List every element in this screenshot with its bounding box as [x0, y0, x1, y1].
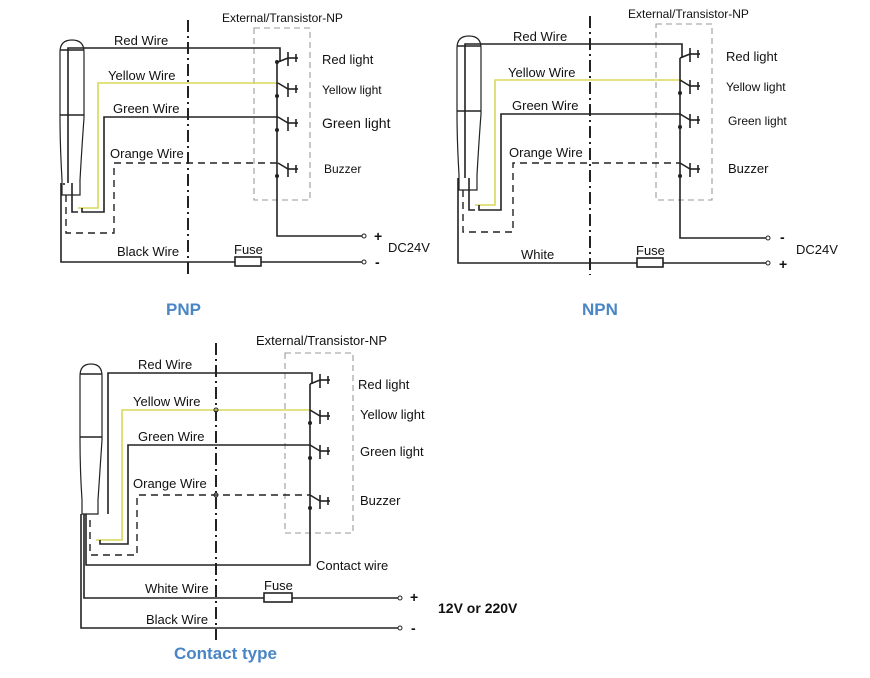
contact-white-wire-label: White Wire: [145, 581, 209, 596]
contact-yellow-wire-label: Yellow Wire: [133, 394, 200, 409]
contact-green-wire-label: Green Wire: [138, 429, 204, 444]
npn-output-red: Red light: [726, 49, 778, 64]
npn-tower-lamp: [456, 35, 482, 191]
pnp-voltage: DC24V: [388, 240, 430, 255]
pnp-transistor-buzzer: [277, 162, 298, 177]
npn-white-wire-label: White: [521, 247, 554, 262]
pnp-diagram: External/Transistor-NP Red Wire Yellow W…: [59, 11, 430, 319]
npn-output-yellow: Yellow light: [726, 80, 786, 94]
pnp-transistor-yellow: [277, 82, 298, 97]
npn-plus: +: [779, 256, 787, 272]
pnp-output-red: Red light: [322, 52, 374, 67]
contact-caption: Contact type: [174, 644, 277, 663]
pnp-fuse-label: Fuse: [234, 242, 263, 257]
contact-voltage: 12V or 220V: [438, 600, 518, 616]
npn-box-title: External/Transistor-NP: [628, 7, 749, 21]
npn-red-wire-label: Red Wire: [513, 29, 567, 44]
contact-output-buzzer: Buzzer: [360, 493, 401, 508]
npn-transistor-red: [679, 48, 700, 62]
npn-fuse: [636, 257, 664, 268]
npn-output-buzzer: Buzzer: [728, 161, 769, 176]
npn-output-green: Green light: [728, 114, 787, 128]
npn-transistor-buzzer: [679, 162, 700, 177]
contact-output-red: Red light: [358, 377, 410, 392]
contact-transistor-yellow: [309, 409, 330, 424]
npn-minus: -: [780, 229, 785, 245]
npn-orange-wire-label: Orange Wire: [509, 145, 583, 160]
npn-caption: NPN: [582, 300, 618, 319]
pnp-green-wire-label: Green Wire: [113, 101, 179, 116]
npn-voltage: DC24V: [796, 242, 838, 257]
npn-fuse-label: Fuse: [636, 243, 665, 258]
contact-black-wire-label: Black Wire: [146, 612, 208, 627]
contact-minus: -: [411, 620, 416, 636]
npn-diagram: External/Transistor-NP Red Wire Yellow W…: [456, 7, 838, 319]
contact-red-wire-label: Red Wire: [138, 357, 192, 372]
contact-tower-lamp: [79, 363, 103, 515]
pnp-output-green: Green light: [322, 115, 391, 131]
pnp-tower-lamp: [59, 39, 85, 196]
contact-transistor-red: [309, 374, 330, 388]
contact-plus: +: [410, 589, 418, 605]
npn-green-wire-label: Green Wire: [512, 98, 578, 113]
npn-transistor-green: [679, 113, 700, 128]
pnp-caption: PNP: [166, 300, 201, 319]
pnp-transistor-green: [277, 116, 298, 131]
npn-external-box: [655, 23, 713, 201]
pnp-red-wire-label: Red Wire: [114, 33, 168, 48]
pnp-orange-wire-label: Orange Wire: [110, 146, 184, 161]
pnp-black-wire-label: Black Wire: [117, 244, 179, 259]
contact-external-box: [284, 352, 354, 534]
pnp-plus: +: [374, 228, 382, 244]
contact-transistor-buzzer: [309, 494, 330, 509]
pnp-minus: -: [375, 254, 380, 270]
npn-transistor-yellow: [679, 79, 700, 94]
pnp-transistor-red: [277, 52, 298, 66]
contact-output-green: Green light: [360, 444, 424, 459]
pnp-yellow-wire-label: Yellow Wire: [108, 68, 175, 83]
contact-transistor-green: [309, 444, 330, 459]
contact-box-title: External/Transistor-NP: [256, 333, 387, 348]
npn-yellow-wire-label: Yellow Wire: [508, 65, 575, 80]
contact-diagram: External/Transistor-NP Red Wire Yellow W…: [79, 333, 518, 663]
contact-fuse-label: Fuse: [264, 578, 293, 593]
contact-fuse: [263, 592, 293, 603]
pnp-external-box: [253, 27, 311, 201]
contact-orange-wire-label: Orange Wire: [133, 476, 207, 491]
pnp-box-title: External/Transistor-NP: [222, 11, 343, 25]
contact-output-yellow: Yellow light: [360, 407, 425, 422]
pnp-output-buzzer: Buzzer: [324, 162, 361, 176]
pnp-output-yellow: Yellow light: [322, 83, 382, 97]
contact-wire-label: Contact wire: [316, 558, 388, 573]
pnp-fuse: [234, 256, 262, 267]
